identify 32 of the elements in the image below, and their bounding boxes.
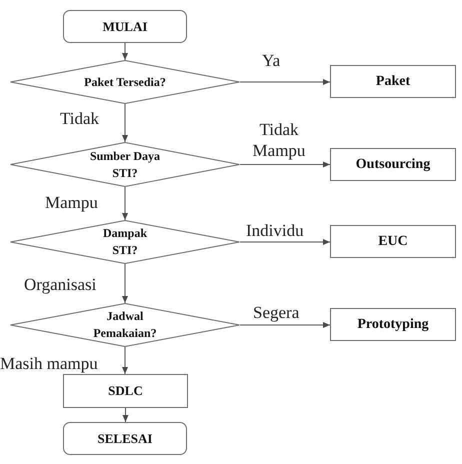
process-label: Outsourcing bbox=[356, 156, 430, 174]
arrow bbox=[122, 42, 128, 60]
decision-label: Dampak STI? bbox=[102, 225, 148, 259]
process-box bbox=[330, 65, 456, 98]
process-box bbox=[330, 225, 456, 258]
decision-diamond bbox=[10, 60, 240, 104]
arrow bbox=[122, 104, 128, 142]
terminal-label: SELESAI bbox=[98, 430, 152, 448]
arrow bbox=[122, 408, 128, 422]
process-box bbox=[330, 308, 456, 341]
arrow bbox=[240, 79, 330, 85]
process-label: Paket bbox=[376, 72, 410, 90]
process-box bbox=[330, 148, 456, 181]
process-label: SDLC bbox=[108, 382, 143, 400]
process-label: EUC bbox=[378, 232, 408, 250]
arrow bbox=[122, 346, 128, 374]
decision-label: Sumber Daya STI? bbox=[88, 148, 162, 182]
terminal-box bbox=[63, 10, 187, 43]
decision-diamond bbox=[10, 303, 240, 347]
terminal-box bbox=[63, 422, 187, 455]
decision-diamond bbox=[10, 220, 240, 264]
process-box bbox=[63, 374, 188, 408]
arrow bbox=[122, 264, 128, 304]
decision-diamond bbox=[10, 142, 240, 187]
decision-label: Paket Tersedia? bbox=[84, 74, 166, 90]
arrow bbox=[240, 162, 330, 168]
arrow bbox=[240, 322, 330, 328]
process-label: Prototyping bbox=[357, 316, 429, 334]
terminal-label: MULAI bbox=[102, 18, 148, 36]
arrow bbox=[240, 239, 330, 245]
decision-label: Jadwal Pemakaian? bbox=[92, 308, 158, 342]
arrow bbox=[122, 186, 128, 220]
